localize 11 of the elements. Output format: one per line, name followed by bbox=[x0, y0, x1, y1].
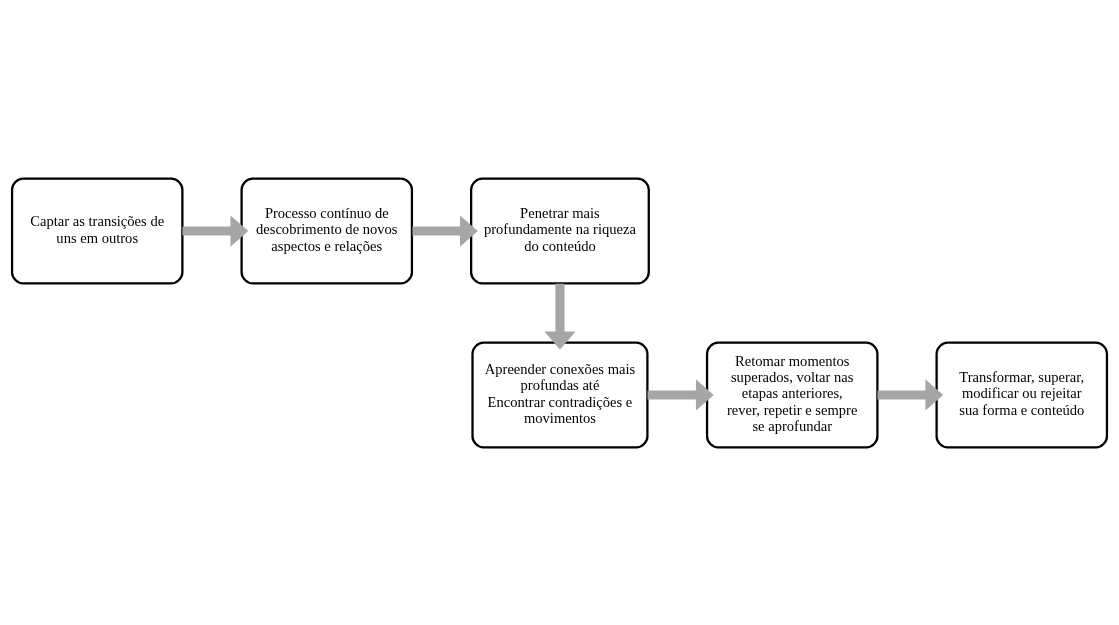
arrow bbox=[647, 378, 714, 411]
node-box: Penetrar mais profundamente na riqueza do conteúdo bbox=[470, 177, 650, 285]
node-box: Retomar momentos superados, voltar nas etapas anteriores, rever, repetir e sempre se aprofundar bbox=[705, 340, 879, 448]
arrow bbox=[412, 214, 478, 247]
node-box: Transformar, superar, modificar ou rejeitar sua forma e conteúdo bbox=[935, 340, 1109, 448]
arrow bbox=[877, 378, 944, 411]
arrow bbox=[182, 214, 249, 247]
node-box: Captar as transições de uns em outros bbox=[10, 177, 184, 285]
arrow bbox=[544, 283, 576, 349]
node-box: Processo contínuo de descobrimento de novos aspectos e relações bbox=[240, 177, 414, 285]
node-box: Apreender conexões mais profundas até Encontrar contradições e movimentos bbox=[471, 340, 649, 448]
